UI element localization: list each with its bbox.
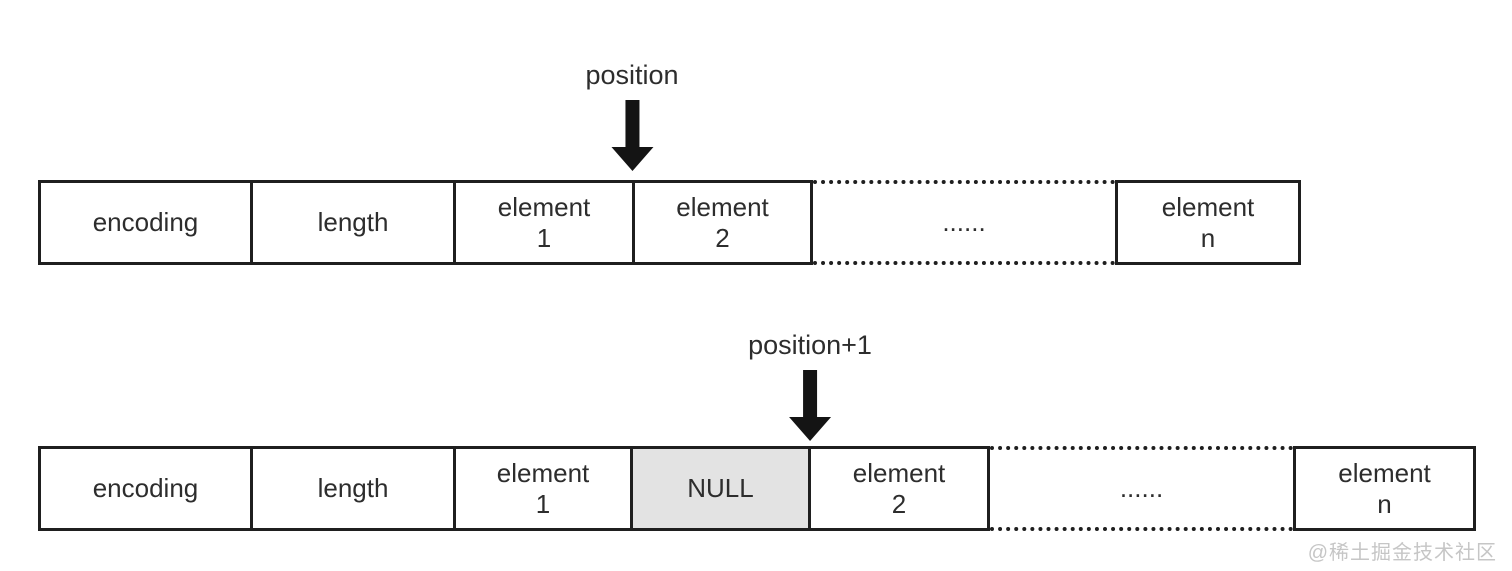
down-arrow-icon <box>624 100 639 147</box>
cell-element-2: element 2 <box>632 180 813 265</box>
watermark: @稀土掘金技术社区 <box>1307 542 1497 564</box>
cell-label: encoding <box>92 207 199 237</box>
cell-ellipsis: ...... <box>813 180 1115 265</box>
position-pointer: position <box>585 60 679 171</box>
cell-null: NULL <box>630 446 811 531</box>
cell-label: element <box>496 457 590 488</box>
down-arrow-head-icon <box>610 147 653 171</box>
down-arrow-icon <box>802 370 817 417</box>
cell-element-1: element 1 <box>453 180 635 265</box>
cell-label: element <box>676 191 769 222</box>
cell-label: encoding <box>92 473 199 503</box>
bottom-array-row: encoding length element 1 NULL element 2… <box>38 446 1476 531</box>
cell-label: length <box>317 207 389 237</box>
cell-encoding: encoding <box>38 446 253 531</box>
cell-encoding: encoding <box>38 180 253 265</box>
top-array-row: encoding length element 1 element 2 ....… <box>38 180 1301 265</box>
cell-label: 1 <box>535 488 551 519</box>
cell-label: n <box>1200 222 1216 253</box>
cell-length: length <box>250 446 456 531</box>
cell-label: 1 <box>536 222 552 253</box>
position-label: position <box>585 60 679 90</box>
cell-label: length <box>317 473 389 503</box>
cell-length: length <box>250 180 456 265</box>
cell-label: n <box>1377 488 1392 519</box>
cell-label: element <box>852 457 946 488</box>
cell-element-2: element 2 <box>808 446 990 531</box>
cell-label: NULL <box>687 473 754 503</box>
cell-element-n: element n <box>1115 180 1301 265</box>
cell-label: 2 <box>891 488 907 519</box>
cell-ellipsis: ...... <box>990 446 1293 531</box>
cell-element-1: element 1 <box>453 446 633 531</box>
cell-element-n: element n <box>1293 446 1476 531</box>
cell-label: ...... <box>1119 473 1164 503</box>
cell-label: 2 <box>715 222 730 253</box>
cell-label: element <box>497 191 591 222</box>
cell-label: ...... <box>942 207 986 237</box>
cell-label: element <box>1161 191 1255 222</box>
position-plus-1-pointer: position+1 <box>748 330 872 441</box>
cell-label: element <box>1338 457 1431 488</box>
down-arrow-head-icon <box>788 417 831 441</box>
position-plus-1-label: position+1 <box>748 330 872 360</box>
